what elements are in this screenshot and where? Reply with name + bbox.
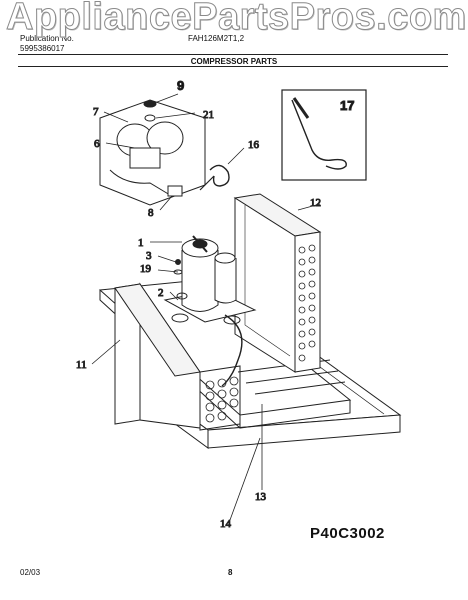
callout-21: 21 — [203, 109, 214, 121]
compressor — [163, 235, 257, 387]
callout-8: 8 — [148, 207, 154, 219]
model-number: FAH126M2T1,2 — [188, 34, 245, 43]
discharge-tube — [199, 164, 230, 191]
callout-6: 6 — [94, 138, 100, 150]
callout-1: 1 — [138, 237, 144, 249]
footer-page-number: 8 — [228, 568, 233, 577]
inset-capillary-tube — [281, 89, 367, 181]
callout-16: 16 — [248, 139, 260, 151]
callout-7: 7 — [93, 106, 99, 118]
callout-9: 9 — [177, 78, 184, 93]
footer-date: 02/03 — [20, 568, 41, 577]
evaporator-coil-right — [233, 193, 322, 373]
leader-lines — [91, 93, 321, 521]
callout-3: 3 — [146, 250, 152, 262]
callout-2: 2 — [158, 287, 164, 299]
callout-13: 13 — [255, 491, 267, 503]
motor-assembly — [99, 99, 206, 206]
mounting-foot — [176, 292, 188, 300]
grommet — [175, 259, 181, 265]
section-title: COMPRESSOR PARTS — [190, 57, 278, 66]
callout-17: 17 — [340, 98, 354, 113]
header-rule — [18, 54, 448, 55]
callout-14: 14 — [220, 518, 232, 530]
part-number: 5995386017 — [20, 44, 65, 53]
callout-12: 12 — [310, 197, 321, 209]
section-rule — [18, 66, 448, 67]
callout-19: 19 — [140, 263, 152, 275]
publication-number-label: Publication No. — [20, 34, 74, 43]
condenser-coil-left — [114, 282, 241, 431]
diagram-code: P40C3002 — [310, 525, 385, 542]
callout-11: 11 — [76, 359, 87, 371]
watermark-logo: AppliancePartsPros.com — [6, 0, 467, 39]
